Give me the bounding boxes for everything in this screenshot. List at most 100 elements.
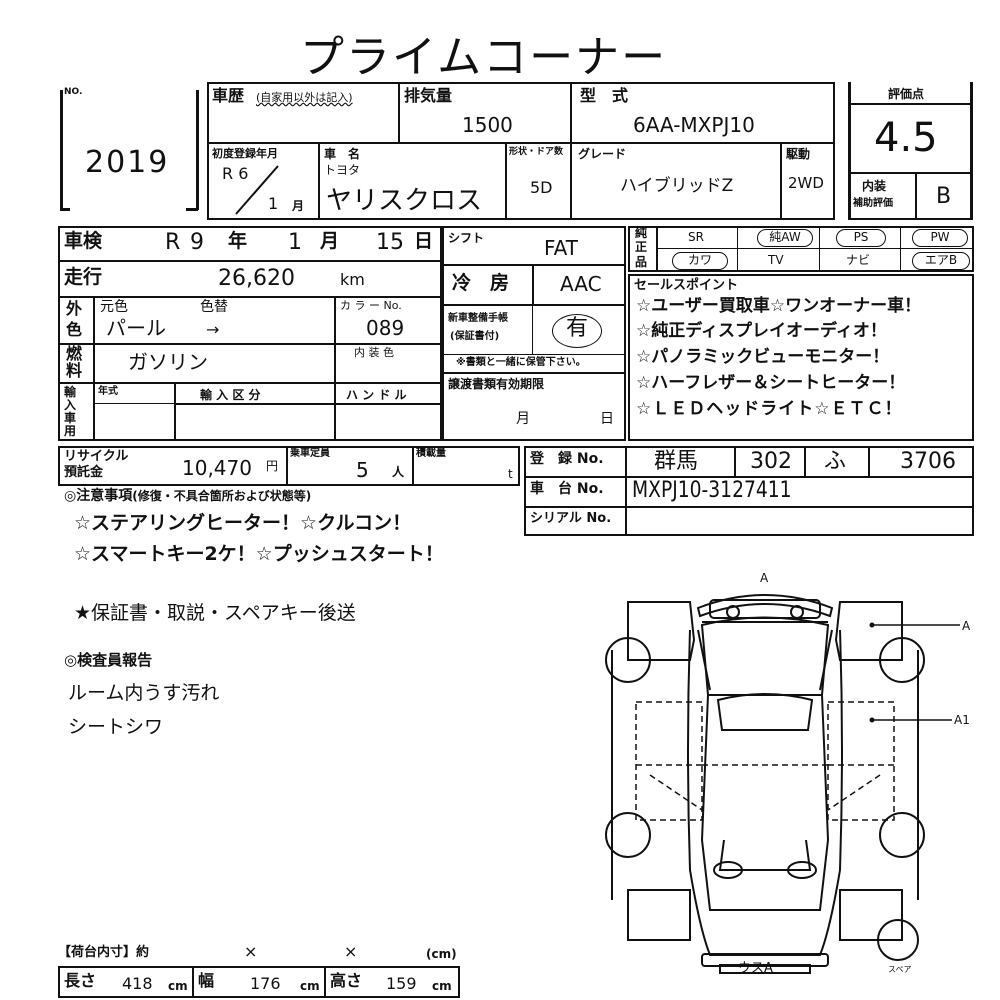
inspector-line: シートシワ xyxy=(68,716,164,738)
sales-point-line: ☆ＬＥＤヘッドライト☆ＥＴＣ！ xyxy=(636,399,903,419)
maintenance-sub-label: (保証書付) xyxy=(450,331,500,342)
load-unit: t xyxy=(508,467,513,481)
inspection-day-unit: 日 xyxy=(414,230,434,252)
import-label: 輸入車用 xyxy=(64,385,77,438)
maker-value: トヨタ xyxy=(324,163,361,177)
cargo-length-label: 長さ xyxy=(64,971,97,990)
mileage-label: 走行 xyxy=(64,266,103,288)
sales-points-label: セールスポイント xyxy=(634,278,739,293)
cargo-width-label: 幅 xyxy=(198,971,215,990)
equipment-navi: ナビ xyxy=(846,253,871,267)
first-reg-slash xyxy=(235,165,279,215)
note-line: ☆スマートキー2ケ！☆プッシュスタート！ xyxy=(74,543,444,565)
first-reg-month: 1 xyxy=(268,194,279,213)
maintenance-note: ※書類と一緒に保管下さい。 xyxy=(456,357,586,368)
maintenance-label: 新車整備手帳 xyxy=(448,313,508,324)
model-value: 6AA-MXPJ10 xyxy=(633,113,755,137)
equipment-frame xyxy=(628,226,974,272)
sales-points-frame xyxy=(628,274,974,441)
capacity-unit: 人 xyxy=(392,465,405,479)
equipment-tv: TV xyxy=(768,253,784,267)
load-label: 積載量 xyxy=(416,448,446,459)
equipment-label-3: 品 xyxy=(635,255,648,269)
import-type-label: 輸 入 区 分 xyxy=(200,388,261,402)
original-color: パール xyxy=(106,316,166,340)
registration-kana: ふ xyxy=(824,449,847,474)
inspection-year-unit: 年 xyxy=(228,230,248,252)
registration-class: 302 xyxy=(750,449,792,474)
capacity-label: 乗車定員 xyxy=(290,448,330,459)
no-label: NO. xyxy=(64,87,83,97)
interior-sub-label: 補助評価 xyxy=(853,198,893,209)
history-note: (自家用以外は記入) xyxy=(256,91,353,104)
shift-value: FAT xyxy=(544,236,579,260)
equipment-label-2: 正 xyxy=(635,240,648,254)
registration-region: 群馬 xyxy=(654,449,699,474)
chassis-label: 車 台 No. xyxy=(530,481,604,497)
score-label: 評価点 xyxy=(888,87,925,101)
recycle-frame xyxy=(58,446,520,486)
displacement-value: 1500 xyxy=(462,113,513,137)
equipment-leather: カワ xyxy=(672,252,728,270)
docs-month-unit: 月 xyxy=(516,411,530,427)
cargo-length-cm: cm xyxy=(168,979,188,993)
registration-number: 3706 xyxy=(900,449,956,474)
color-label-2: 色 xyxy=(66,320,83,339)
color-code-label: カ ラ ー No. xyxy=(340,299,402,312)
inspection-month: 1 xyxy=(288,230,302,255)
cargo-unit: (cm) xyxy=(426,947,457,961)
vehicle-info-frame xyxy=(58,226,442,441)
model-label: 型 式 xyxy=(580,86,629,105)
inspector-heading: ◎検査員報告 xyxy=(64,651,153,669)
ac-label: 冷 房 xyxy=(452,272,510,294)
inspection-year: 9 xyxy=(190,230,204,255)
maintenance-circle xyxy=(552,314,602,348)
history-label: 車歴 xyxy=(212,86,245,105)
grade-label: グレード xyxy=(578,147,627,161)
score-value: 4.5 xyxy=(874,115,938,161)
first-reg-year: R 6 xyxy=(222,164,249,183)
inspection-era: R xyxy=(165,230,181,255)
cargo-length: 418 xyxy=(122,974,153,993)
capacity-value: 5 xyxy=(356,458,369,482)
doors-label: 形状・ドア数 xyxy=(509,147,564,157)
cargo-x1: × xyxy=(244,942,258,961)
sales-point-line: ☆純正ディスプレイオーディオ！ xyxy=(636,321,887,341)
spare-label: スペア xyxy=(888,965,912,974)
equipment-sr: SR xyxy=(688,230,704,244)
handle-label: ハ ン ド ル xyxy=(346,388,407,402)
recycle-unit: 円 xyxy=(266,459,279,473)
sales-point-line: ☆ハーフレザー＆シートヒーター！ xyxy=(636,373,906,393)
middle-frame xyxy=(442,226,626,441)
shift-label: シフト xyxy=(448,231,485,245)
equipment-power-steering: PS xyxy=(836,229,886,247)
equipment-power-windows: PW xyxy=(912,229,968,247)
cargo-x2: × xyxy=(344,942,358,961)
mileage-unit: km xyxy=(340,270,365,289)
cargo-height-label: 高さ xyxy=(330,971,363,990)
original-color-label: 元色 xyxy=(100,299,128,315)
note-line: ☆ステアリングヒーター！☆クルコン！ xyxy=(74,512,412,534)
color-code: 089 xyxy=(366,316,405,340)
cargo-frame xyxy=(58,966,460,998)
equipment-label-1: 純 xyxy=(635,226,648,240)
page-title: プライムコーナー xyxy=(300,32,668,83)
fuel-value: ガソリン xyxy=(128,350,208,374)
serial-label: シリアル No. xyxy=(530,511,612,526)
registration-label: 登 録 No. xyxy=(530,451,604,467)
mileage-value: 26,620 xyxy=(218,266,295,291)
doors-value: 5D xyxy=(530,178,553,197)
color-change-label: 色替 xyxy=(200,299,228,315)
interior-label: 内装 xyxy=(862,179,887,193)
inspector-line: ルーム内うす汚れ xyxy=(68,682,220,704)
inspection-day: 15 xyxy=(376,230,404,255)
equipment-airbag: エアB xyxy=(912,252,970,270)
registration-frame xyxy=(524,446,974,536)
cargo-height-cm: cm xyxy=(432,979,452,993)
cargo-height: 159 xyxy=(386,974,417,993)
cargo-width: 176 xyxy=(250,974,281,993)
notes-heading-sub: (修復・不具合箇所および状態等) xyxy=(132,489,312,503)
docs-expiry-label: 譲渡書類有効期限 xyxy=(448,377,545,391)
docs-day-unit: 日 xyxy=(600,411,614,427)
notes-heading: ◎注意事項(修復・不具合箇所および状態等) xyxy=(64,489,311,503)
